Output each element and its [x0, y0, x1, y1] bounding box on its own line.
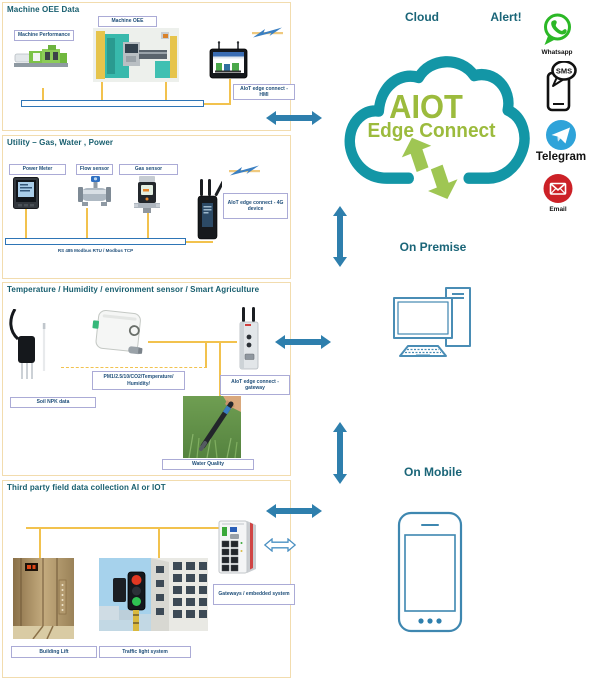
email-label: Email	[549, 206, 567, 213]
section-utility-title: Utility – Gas, Water , Power	[7, 138, 114, 147]
cloud-brand-line1: AIOT	[389, 88, 463, 125]
section-machine-oee-title: Machine OEE Data	[7, 5, 80, 14]
modbus-bus-label: RS 485 Modbus RTU / Modbus TCP	[57, 248, 134, 253]
whatsapp-label: Whatsapp	[541, 49, 573, 56]
cloud-heading: Cloud	[405, 10, 439, 24]
connector-line	[202, 103, 230, 105]
injection-molding-machine-image	[14, 45, 68, 67]
on-premise-heading: On Premise	[399, 240, 467, 254]
connector-line	[219, 341, 221, 396]
section-environment-title: Temperature / Humidity / environment sen…	[7, 285, 260, 294]
section-machine-oee: Machine OEE Data Machine Performance Mac…	[2, 2, 295, 131]
hmi-panel-image	[209, 41, 248, 79]
power-meter-label: Power Meter	[9, 164, 66, 175]
connector-line	[205, 341, 207, 368]
telegram-icon	[546, 120, 576, 150]
on-mobile-heading: On Mobile	[404, 465, 462, 479]
desktop-computer-icon	[393, 287, 471, 357]
gas-sensor-label: Gas sensor	[119, 164, 178, 175]
building-lift-label: Building Lift	[11, 646, 97, 658]
connector-line	[101, 79, 103, 101]
wireless-flash-icon	[229, 165, 260, 176]
telegram-label: Telegram	[535, 151, 587, 163]
fieldbus-bar	[21, 100, 204, 107]
edge-connect-4g-label: AIoT edge connect - 4G device	[223, 193, 288, 219]
connector-line	[147, 213, 149, 238]
cloud-brand-line2: Edge Connect	[367, 119, 495, 142]
connector-line	[148, 341, 237, 343]
sms-label: SMS	[556, 67, 572, 76]
edge-connect-hmi-label: AIoT edge connect - HMI	[233, 84, 295, 100]
machine-oee-photo	[93, 28, 179, 82]
connector-line-dashed	[61, 367, 207, 368]
soil-npk-label: Soil NPK data	[10, 397, 96, 408]
sms-icon: SMS	[546, 61, 577, 112]
water-quality-label: Water Quality	[162, 459, 254, 470]
traffic-light-label: Traffic light system	[99, 646, 191, 658]
whatsapp-icon	[544, 13, 571, 45]
connector-line	[158, 527, 160, 558]
aiot-edge-connect-cloud: AIOT Edge Connect	[344, 56, 530, 199]
water-quality-photo	[183, 396, 241, 458]
section-environment: Temperature / Humidity / environment sen…	[2, 282, 291, 476]
email-icon	[543, 174, 573, 203]
section-third-party: Third party field data collection AI or …	[2, 480, 296, 678]
flow-sensor-label: Flow sensor	[76, 164, 113, 175]
gas-sensor-image	[134, 176, 160, 213]
connector-line	[229, 79, 231, 105]
4g-device-image	[197, 179, 222, 240]
connector-line	[26, 527, 221, 529]
alert-heading: Alert!	[490, 10, 522, 24]
connector-line	[186, 241, 213, 243]
section-utility: Utility – Gas, Water , Power Power Meter…	[2, 135, 291, 279]
connector-line	[42, 88, 44, 101]
soil-npk-sensor-image	[9, 309, 46, 379]
arrow-third-party-to-on-mobile	[266, 504, 322, 518]
arrow-cloud-to-on-premise	[333, 206, 347, 267]
environment-sensor-image	[92, 310, 143, 355]
machine-performance-label: Machine Performance	[14, 30, 74, 41]
arrow-machine-oee-to-cloud	[266, 111, 322, 125]
building-lift-photo	[13, 558, 74, 639]
smartphone-icon	[397, 511, 463, 633]
modbus-bus-bar	[5, 238, 186, 245]
connector-line	[25, 209, 27, 238]
flow-sensor-image	[78, 176, 111, 206]
arrow-environment-to-on-premise	[275, 334, 331, 349]
traffic-light-photo	[99, 558, 208, 631]
arrow-on-premise-to-on-mobile	[333, 422, 347, 484]
connector-line	[86, 208, 88, 238]
machine-oee-label: Machine OEE	[98, 16, 157, 27]
power-meter-image	[13, 177, 39, 209]
bidirectional-outline-arrow	[264, 538, 296, 552]
gateway-device-image	[239, 307, 259, 370]
section-third-party-title: Third party field data collection AI or …	[7, 483, 166, 492]
connector-line	[39, 527, 41, 558]
wireless-flash-icon	[252, 27, 283, 38]
embedded-gateway-image	[218, 520, 256, 574]
connector-line	[165, 79, 167, 101]
embedded-gateway-label: Gateways / embedded system	[213, 584, 295, 605]
pm-sensor-label: PM1/2.5/10/CO2/Temperature/ Humidity/	[92, 371, 185, 390]
edge-connect-gateway-label: AIoT edge connect - gateway	[220, 375, 290, 395]
